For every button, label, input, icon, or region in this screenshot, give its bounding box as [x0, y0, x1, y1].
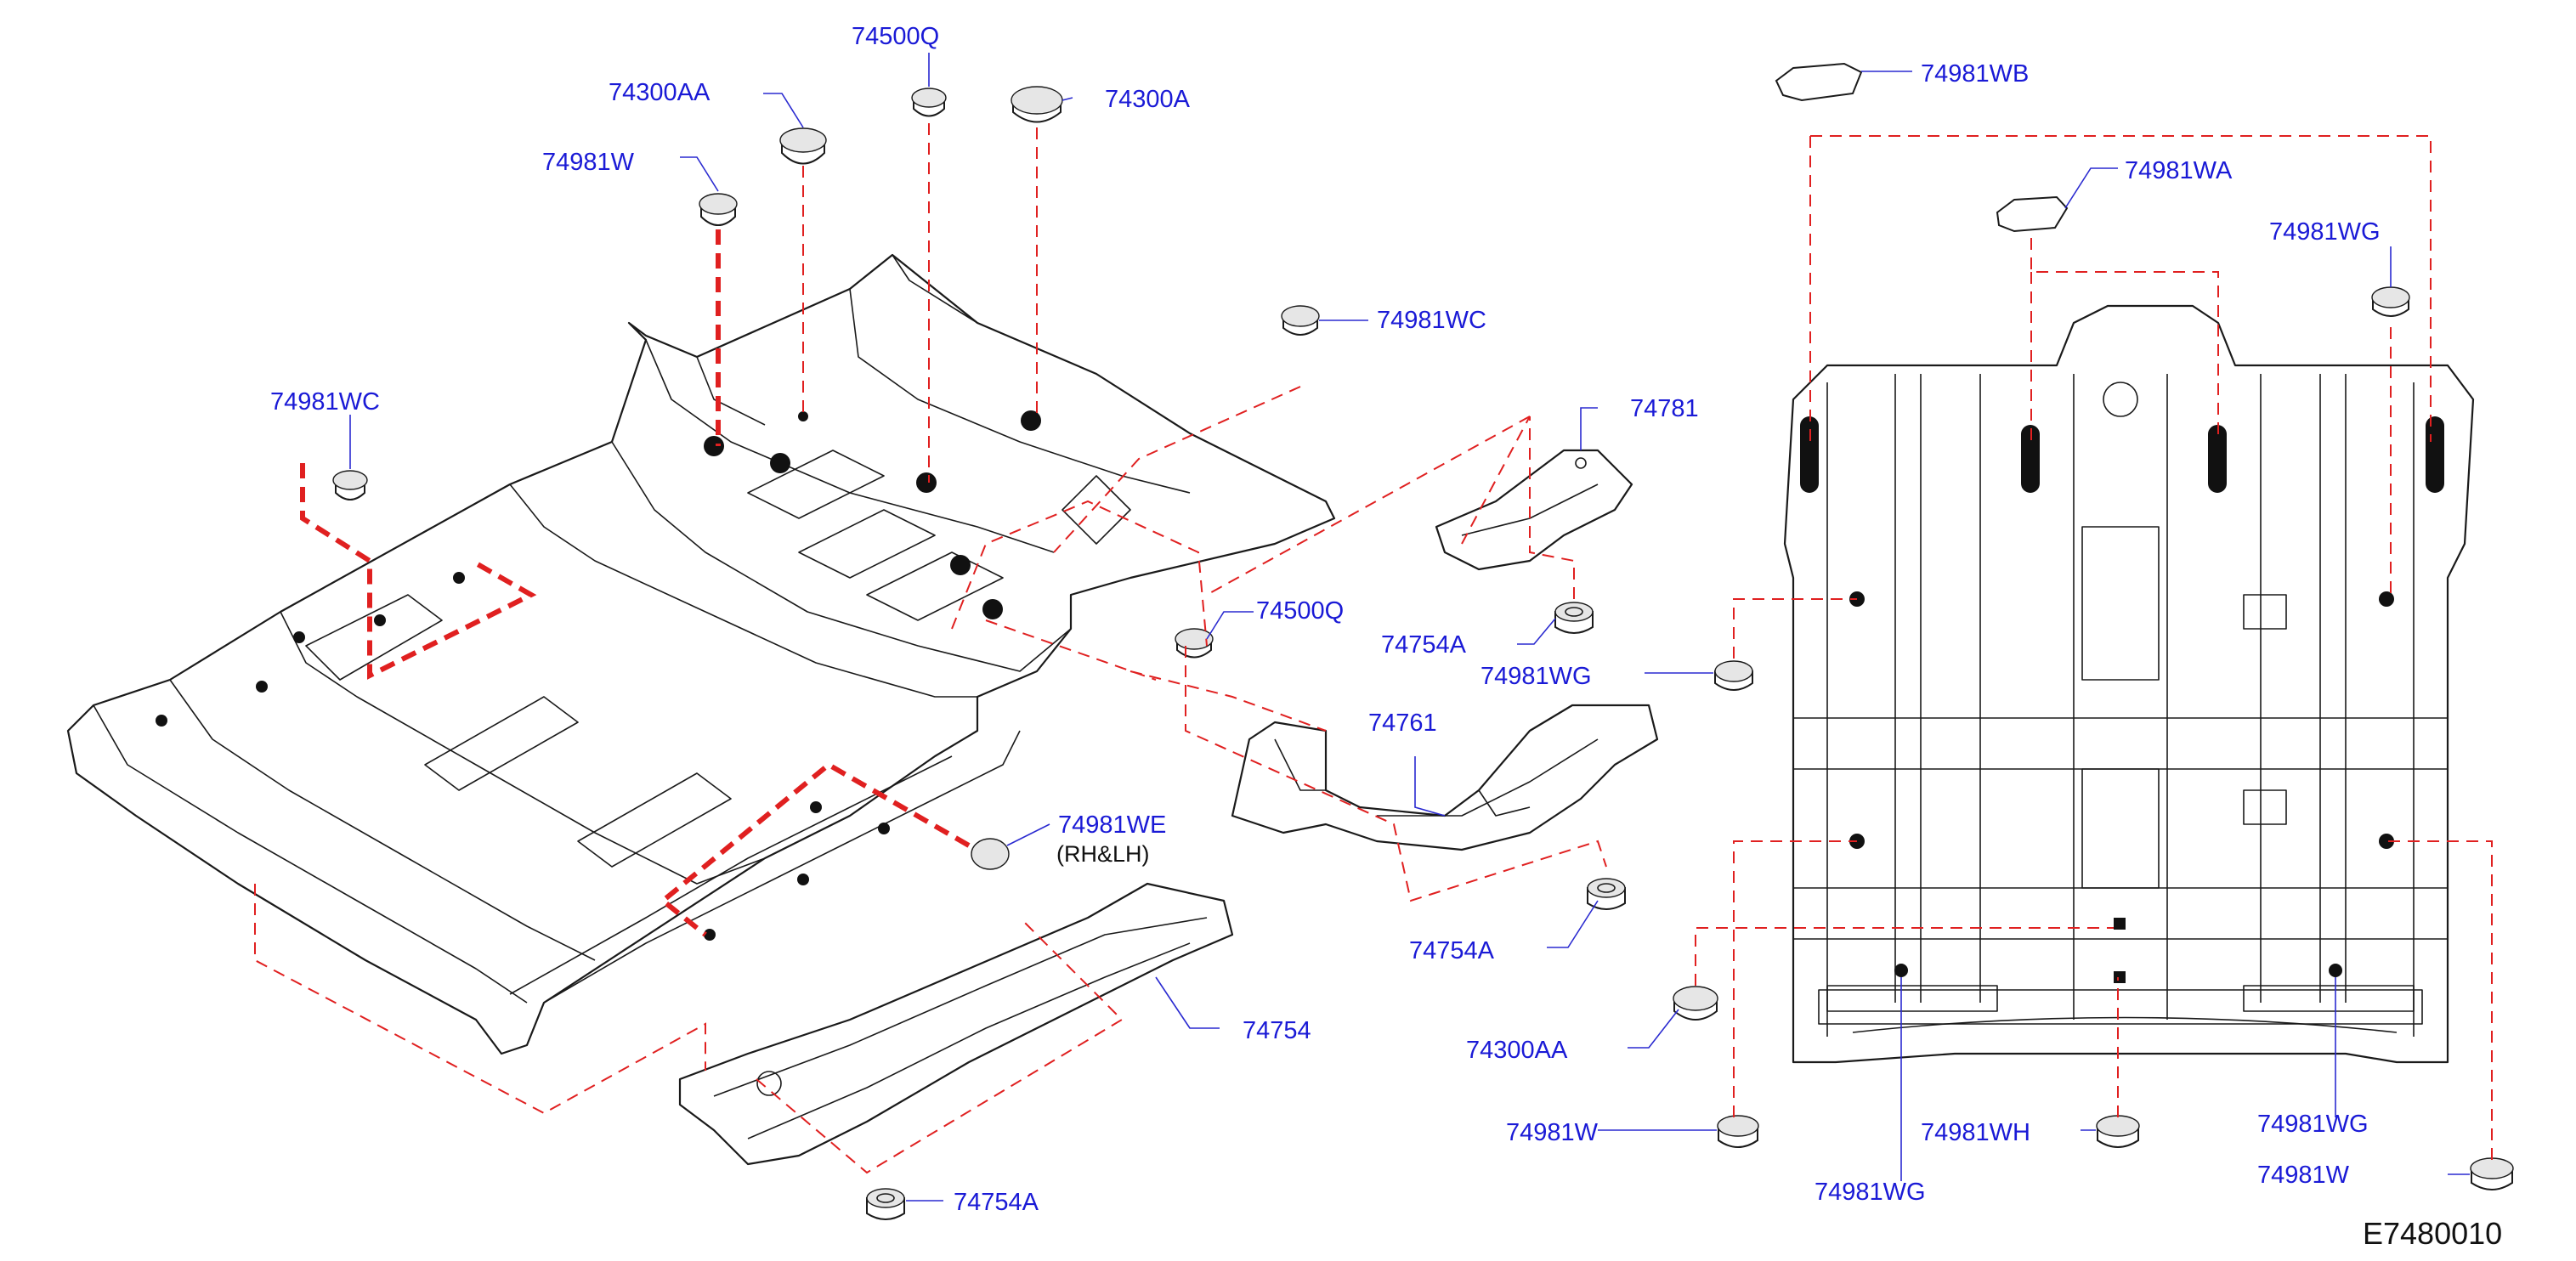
label-74500Q-top: 74500Q	[852, 23, 939, 50]
plug-74981WG-mid	[1714, 660, 1753, 691]
grommet-74754A-bottom	[866, 1188, 905, 1220]
label-74981WE: 74981WE	[1058, 811, 1166, 839]
label-74300AA-bottom: 74300AA	[1466, 1037, 1568, 1064]
label-74981WB: 74981WB	[1921, 60, 2029, 88]
plug-74981WB	[1775, 62, 1863, 102]
plug-74981W-bottom	[1717, 1115, 1759, 1148]
label-74981W-far-right: 74981W	[2257, 1162, 2350, 1189]
plug-74300AA-bottom	[1673, 986, 1718, 1021]
floor-underside-plan	[1783, 304, 2475, 1064]
label-74981WG-bottom: 74981WG	[1815, 1179, 1926, 1206]
label-74500Q-mid: 74500Q	[1256, 597, 1344, 625]
leader-lines	[349, 53, 2470, 1202]
figure-id: E7480010	[2363, 1216, 2502, 1251]
label-rh-lh: (RH&LH)	[1056, 841, 1150, 867]
heat-insulator-74754	[678, 882, 1234, 1166]
label-74981WC-left: 74981WC	[270, 388, 380, 416]
label-74981W-top: 74981W	[542, 149, 635, 176]
plug-74981WC-right	[1281, 305, 1320, 336]
assembly-guide-lines	[254, 123, 2493, 1174]
plug-74981WC-left	[332, 470, 368, 500]
label-74981WA: 74981WA	[2125, 157, 2233, 184]
label-74981WG-right: 74981WG	[2269, 218, 2381, 246]
label-74981WG-low-right: 74981WG	[2257, 1111, 2369, 1138]
plug-74981WA	[1996, 195, 2069, 233]
plug-74981W-far-right	[2470, 1157, 2514, 1190]
plug-74981W-top	[699, 193, 738, 226]
label-74300A: 74300A	[1105, 86, 1191, 113]
label-74981W-bottom: 74981W	[1506, 1119, 1599, 1146]
label-74781: 74781	[1630, 395, 1699, 422]
label-74981WH: 74981WH	[1921, 1119, 2030, 1146]
label-74754A-mid: 74754A	[1409, 937, 1495, 964]
label-74754A-upper: 74754A	[1381, 631, 1467, 659]
plug-74500Q-top	[911, 88, 947, 117]
callout-labels: 74500Q 74300AA 74300A 74981W 74981WC 749…	[270, 23, 2502, 1251]
plug-74981WE	[971, 838, 1010, 870]
floor-panel-assembly	[66, 253, 1336, 1055]
grommet-74754A-upper	[1554, 602, 1594, 634]
label-74761: 74761	[1368, 710, 1437, 737]
label-74981WG-mid: 74981WG	[1480, 663, 1592, 690]
label-74754A-bottom: 74754A	[954, 1189, 1039, 1216]
plug-74981WG-right	[2371, 286, 2410, 317]
label-74300AA-top: 74300AA	[609, 79, 711, 106]
label-74754: 74754	[1243, 1017, 1311, 1044]
label-74981WC-right: 74981WC	[1377, 307, 1486, 334]
plug-parts	[332, 62, 2514, 1220]
plug-74981WH	[2096, 1115, 2140, 1148]
grommet-74754A-mid	[1587, 878, 1626, 910]
heat-insulator-74781	[1435, 449, 1633, 571]
plug-74300AA-top	[779, 127, 827, 165]
heat-insulator-74761	[1231, 704, 1659, 851]
plug-74300A	[1011, 86, 1063, 123]
